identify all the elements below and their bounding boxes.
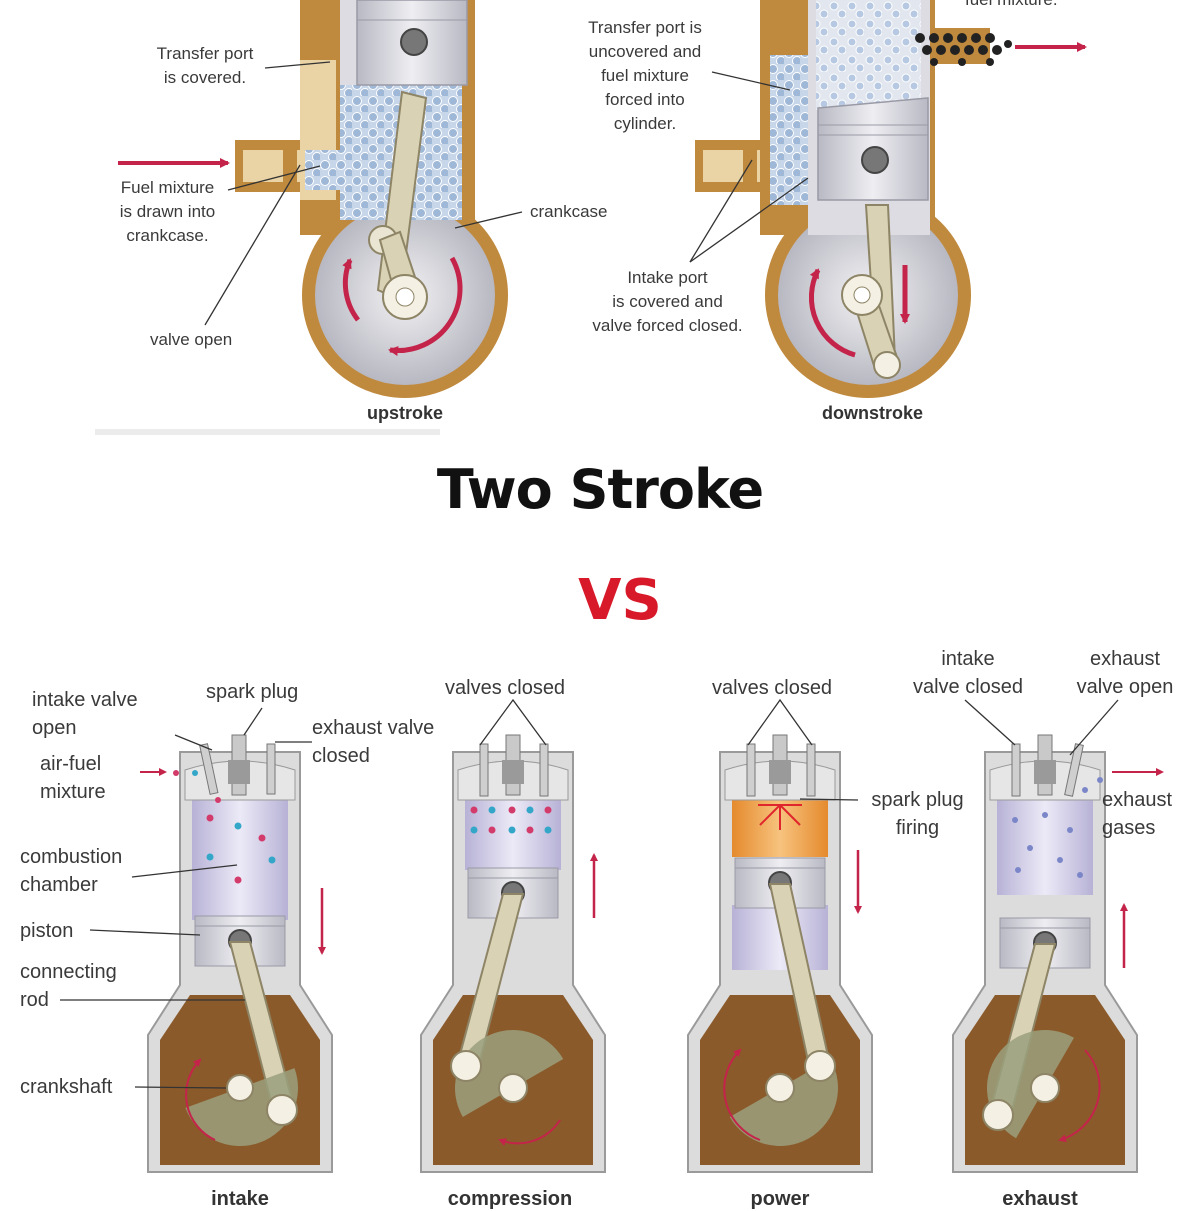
fuel-mixture-cut-label: fuel mixture. — [965, 0, 1058, 12]
spark-plug-firing-label: spark plug firing — [871, 789, 964, 839]
fuel-drawn-label: Fuel mixture is drawn into crankcase. — [119, 178, 216, 245]
intake-valve-open-label: intake valve open — [32, 689, 138, 739]
spark-plug-label: spark plug — [206, 681, 299, 703]
intake-engine — [140, 734, 333, 1173]
combustion-chamber-label: combustion chamber — [20, 846, 123, 896]
power-engine — [687, 698, 873, 1173]
valve-open-label: valve open — [150, 330, 233, 349]
downstroke-caption: downstroke — [821, 403, 923, 423]
intake-leaders — [60, 707, 312, 1089]
air-fuel-mixture-label: air-fuel mixture — [40, 753, 106, 803]
power-valves-closed-label: valves closed — [712, 677, 833, 699]
intake-valve-closed-label: intake valve closed — [912, 648, 1024, 698]
vs-label: VS — [578, 568, 662, 633]
exhaust-valve-closed-label: exhaust valve closed — [312, 717, 435, 767]
connecting-rod-label: connecting rod — [20, 961, 117, 1011]
exhaust-gases-label: exhaust gases — [1102, 789, 1173, 839]
piston-label: piston — [20, 920, 74, 942]
upstroke-caption: upstroke — [366, 403, 444, 423]
downstroke-engine — [689, 0, 1087, 398]
crankcase-label: crankcase — [530, 202, 608, 221]
compression-valves-closed-label: valves closed — [445, 677, 566, 699]
upstroke-engine — [118, 0, 523, 398]
compression-engine — [420, 698, 606, 1173]
crankshaft-label: crankshaft — [20, 1076, 113, 1098]
intake-covered-label: Intake port is covered and valve forced … — [592, 268, 743, 335]
page-title: Two Stroke — [436, 458, 764, 521]
transfer-uncovered-label: Transfer port is uncovered and fuel mixt… — [588, 18, 702, 133]
transfer-covered-label: Transfer port is covered. — [156, 44, 254, 87]
exhaust-engine — [952, 699, 1164, 1173]
exhaust-valve-open-label: exhaust valve open — [1076, 648, 1174, 698]
